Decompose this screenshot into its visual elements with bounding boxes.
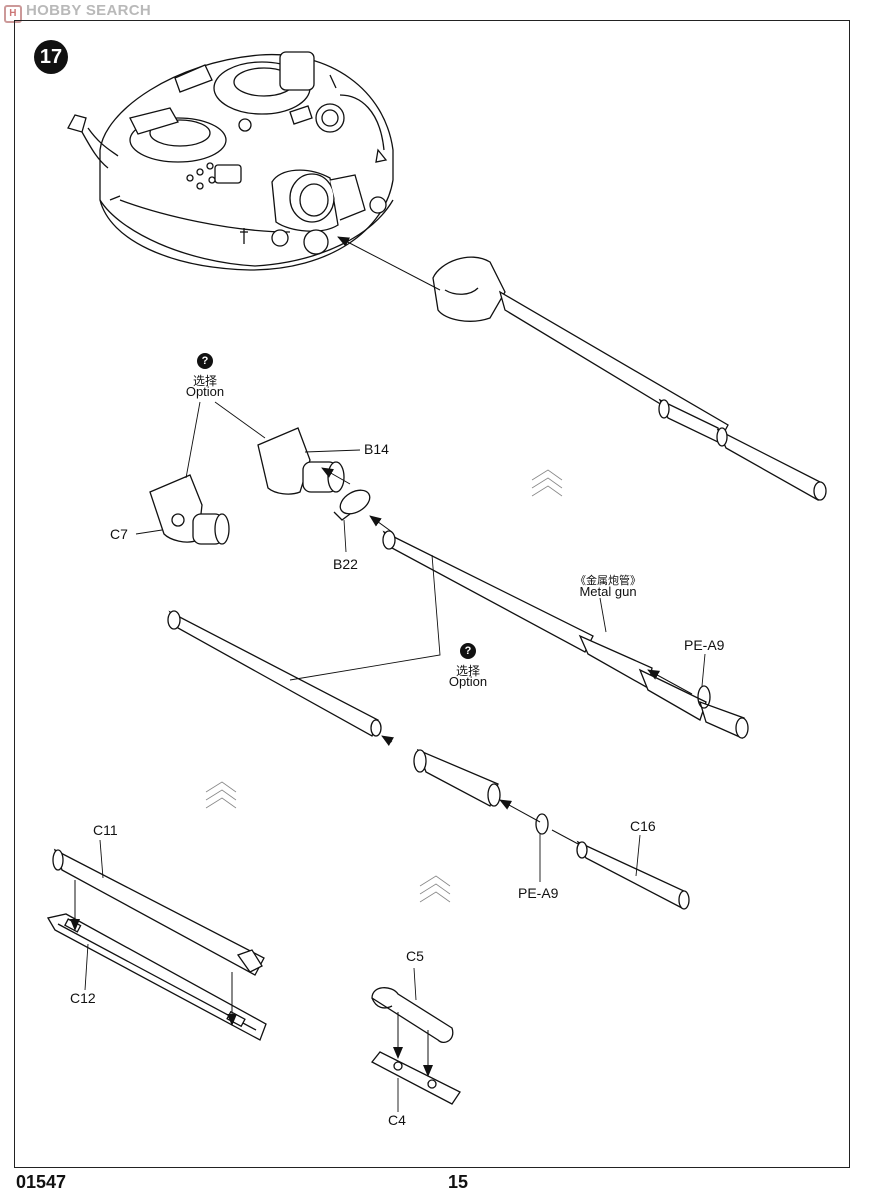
part-label-c16: C16 [630, 818, 656, 834]
part-label-c11: C11 [93, 822, 118, 838]
product-code: 01547 [16, 1172, 67, 1192]
assembly-arrow [337, 236, 441, 291]
plastic-barrel [167, 610, 382, 737]
option-upper-cn: 选择 [192, 374, 218, 388]
part-c4-shape [371, 1051, 461, 1105]
option-question-icon: ? [197, 353, 213, 369]
part-b14-shape [257, 427, 345, 495]
part-label-b22: B22 [333, 556, 358, 572]
part-label-b14: B14 [364, 441, 389, 457]
metal-gun-en: Metal gun [579, 584, 637, 599]
part-pe-a9-upper-shape [697, 685, 711, 709]
part-label-pe-a9-upper: PE-A9 [684, 637, 725, 653]
part-label-c4: C4 [388, 1112, 406, 1128]
option-lower-cn: 选择 [455, 664, 481, 678]
part-c16-shape [576, 840, 690, 910]
barrel-sleeve [413, 748, 501, 807]
part-c12-shape [46, 913, 267, 1041]
part-label-c12: C12 [70, 990, 96, 1006]
part-c7-shape [149, 474, 230, 545]
option-lower-en: Option [448, 674, 488, 689]
part-c11-shape [52, 848, 265, 976]
part-pe-a9-lower-shape [535, 813, 549, 835]
main-gun-top [432, 256, 827, 501]
page-number: 15 [447, 1172, 469, 1192]
option-question-icon: ? [460, 643, 476, 659]
part-label-pe-a9-lower: PE-A9 [518, 885, 559, 901]
part-c5-shape [371, 987, 454, 1043]
background-hatch-marks [205, 469, 563, 903]
option-leader-lines [135, 401, 706, 882]
hobby-search-logo-icon: H [4, 5, 22, 23]
part-label-c7: C7 [110, 526, 128, 542]
step-number-badge: 17 [34, 40, 68, 74]
part-b22-shape [333, 489, 371, 521]
metal-gun-cn: 《金属炮管》 [575, 575, 641, 587]
turret-assembly [67, 51, 394, 271]
option-upper-en: Option [185, 384, 225, 399]
metal-gun-barrel [382, 530, 749, 739]
part-label-c5: C5 [406, 948, 424, 964]
page-frame [14, 20, 850, 1168]
